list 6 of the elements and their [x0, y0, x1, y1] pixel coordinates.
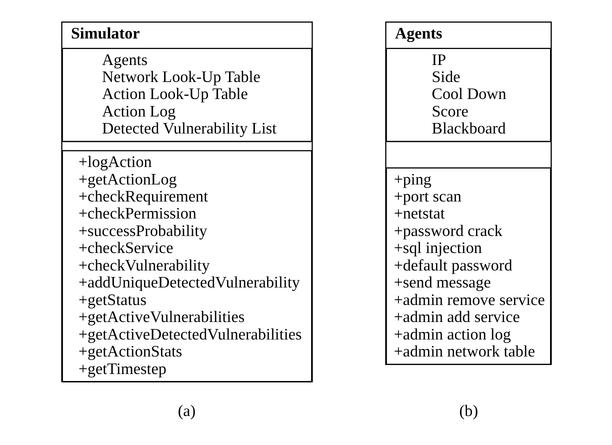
node-box: Agents Network Look-Up Table Action Look-Up Table Action Log Detected Vulnerability List	[61, 48, 312, 142]
node-box: +logAction +getActionLog +checkRequirement +checkPermission +successProbability +checkService +checkVulnerability +addUniqueDetectedVulnerability +getStatus +getActiveVulnerabilities +getActiveDetectedVulnerabilities +getActionStats +getTimestep	[61, 150, 312, 382]
node-label: (a)	[177, 402, 196, 420]
node-box: +ping +port scan +netstat +password crack +sql injection +default password +send message +admin remove service +admin add service +admin action log +admin network table	[385, 167, 551, 365]
node-box: IP Side Cool Down Score Blackboard	[385, 48, 551, 142]
node-label: (b)	[458, 402, 478, 420]
